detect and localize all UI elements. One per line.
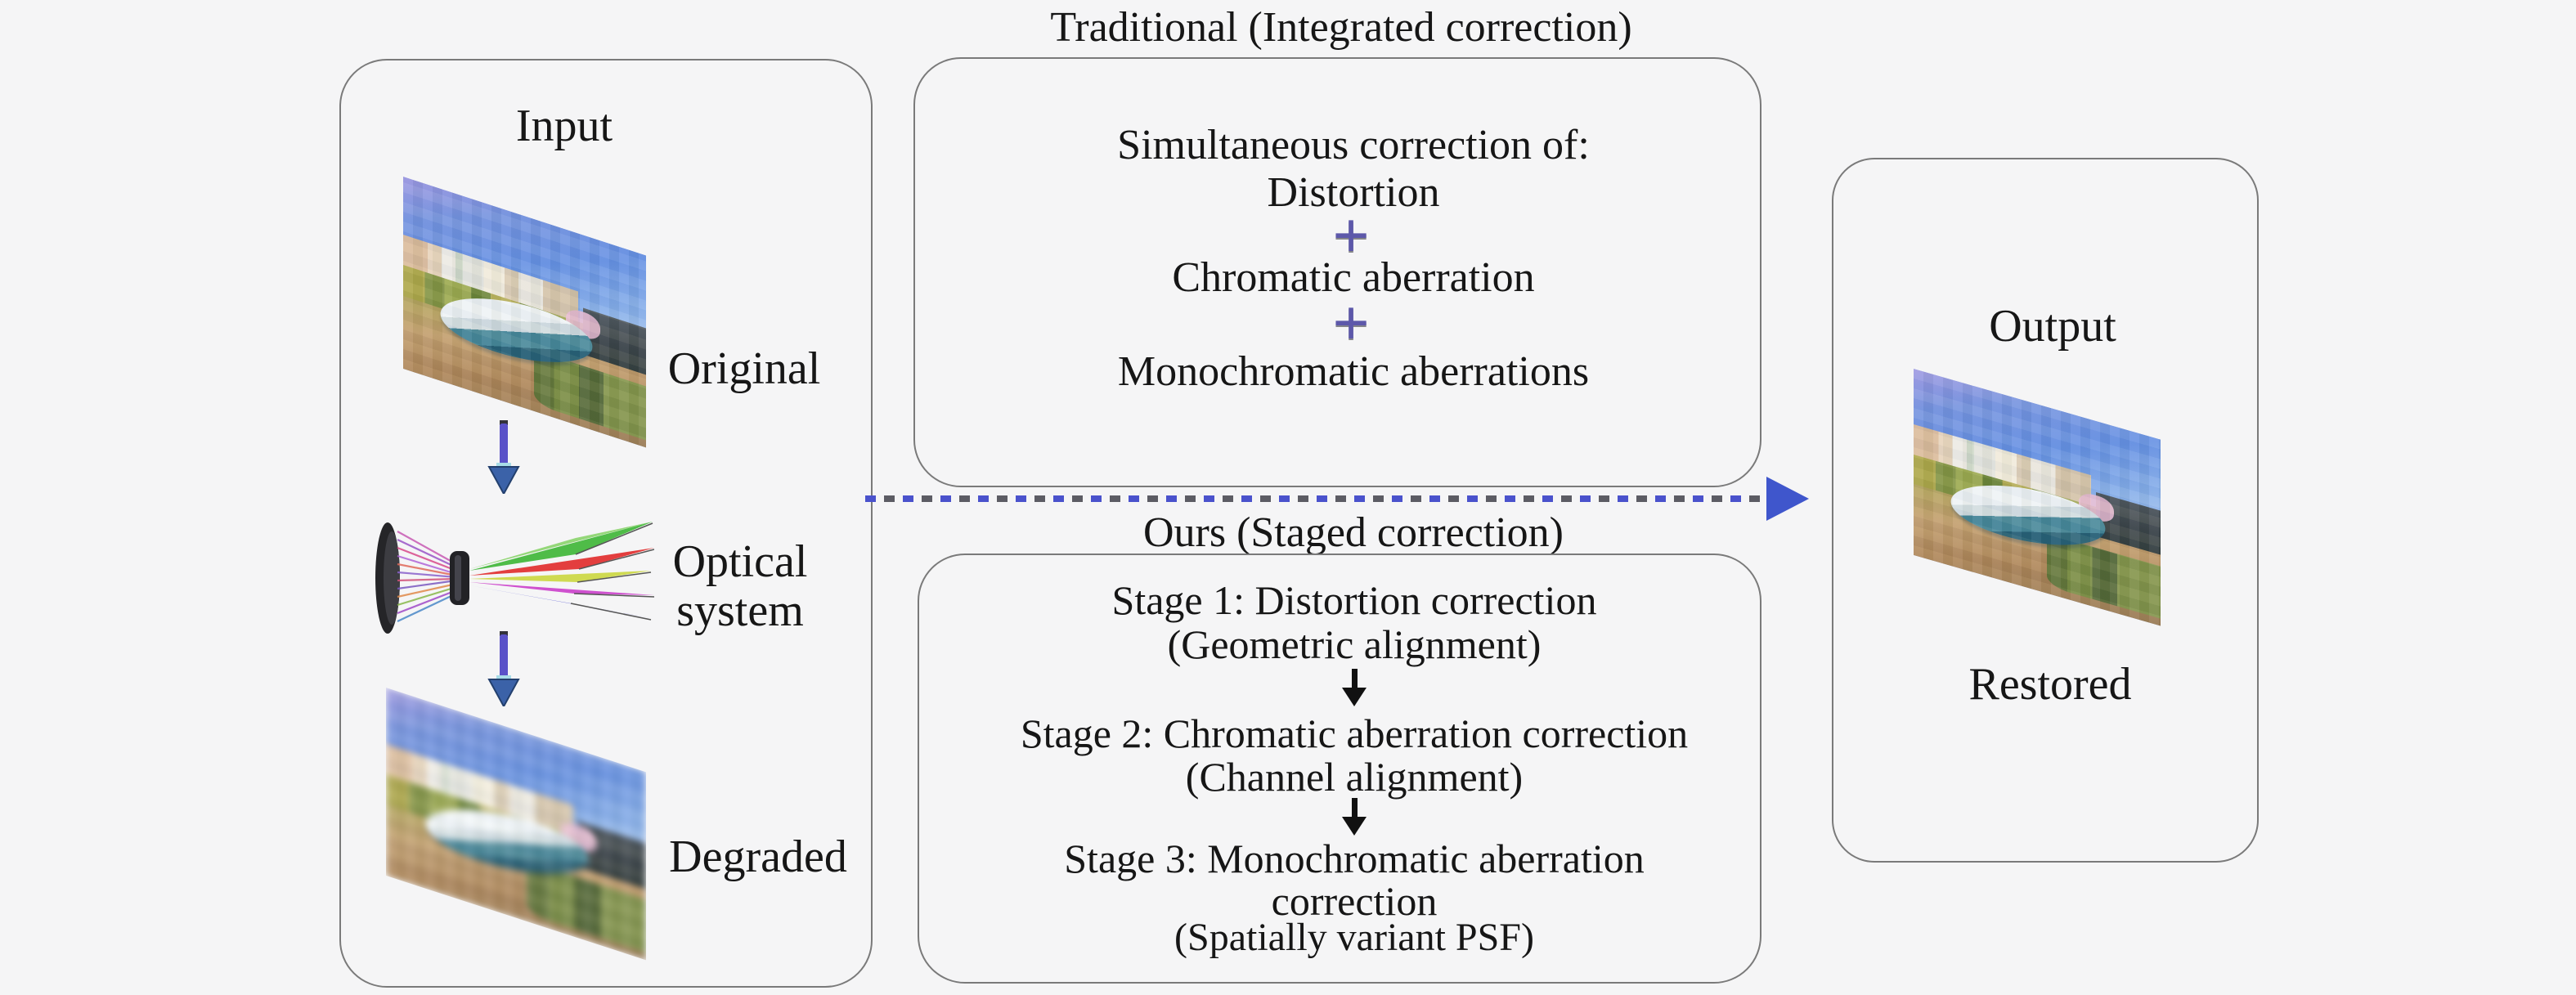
stage3-line2: correction [1271, 878, 1438, 924]
stage1-line1: Stage 1: Distortion correction [1111, 577, 1597, 623]
traditional-title: Traditional (Integrated correction) [1050, 4, 1632, 51]
stage2-line2: (Channel alignment) [1185, 754, 1524, 800]
chromatic-item: Chromatic aberration [1172, 254, 1535, 301]
monochromatic-item: Monochromatic aberrations [1117, 348, 1590, 395]
degraded-label: Degraded [669, 831, 847, 882]
distortion-item: Distortion [1267, 169, 1440, 216]
optical-system-icon [370, 518, 654, 638]
restored-label: Restored [1968, 659, 2132, 710]
down-arrow-icon [487, 631, 520, 706]
ours-panel [918, 554, 1761, 984]
original-label: Original [667, 343, 821, 394]
traditional-panel [913, 57, 1761, 487]
optical-label-line2: system [676, 585, 804, 636]
simultaneous-header: Simultaneous correction of: [1117, 122, 1590, 168]
ours-title: Ours (Staged correction) [1142, 509, 1564, 556]
input-panel-title: Input [515, 101, 613, 151]
optical-label-line1: Optical [672, 536, 808, 587]
stage-down-arrow-icon [1340, 798, 1369, 836]
output-panel [1832, 158, 2259, 863]
down-arrow-icon [487, 420, 520, 494]
input-panel [339, 59, 873, 988]
stage3-line1: Stage 3: Monochromatic aberration [1064, 836, 1645, 881]
flow-arrowhead-icon [1766, 477, 1809, 521]
stage-down-arrow-icon [1340, 669, 1369, 706]
flow-dashed-arrow-line [865, 495, 1768, 502]
stage1-line2: (Geometric alignment) [1167, 621, 1542, 667]
plus-icon: + [1332, 200, 1370, 272]
output-panel-title: Output [1989, 301, 2116, 352]
plus-icon: + [1332, 288, 1370, 360]
stage3-line3: (Spatially variant PSF) [1174, 916, 1534, 959]
stage2-line1: Stage 2: Chromatic aberration correction [1020, 710, 1689, 756]
